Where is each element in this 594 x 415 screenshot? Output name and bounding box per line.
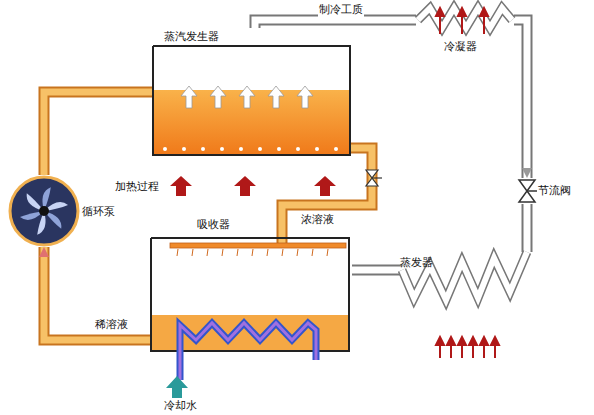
condenser: 冷凝器: [416, 4, 514, 56]
pipe-label: 制冷工质: [318, 3, 364, 17]
pipe: [527, 204, 528, 252]
pipe-label: 稀溶液: [94, 318, 129, 332]
pipe: [255, 20, 416, 28]
node-label: 蒸汽发生器: [164, 30, 219, 44]
node-label: 节流阀: [538, 184, 571, 198]
node-label: 吸收器: [197, 218, 230, 232]
generator-liquid: [153, 90, 350, 154]
cooling-coil: [180, 323, 316, 380]
bubbles: [163, 147, 338, 151]
pipe: [44, 92, 153, 175]
cooling-coil-inner: [180, 323, 316, 380]
pipe: [352, 270, 402, 271]
pump-symbol: [8, 175, 80, 247]
node-label: 冷凝器: [444, 40, 477, 54]
condenser-coil: [418, 8, 512, 28]
condenser-coil-inner: [418, 8, 512, 28]
heat-in-arrows: [436, 337, 499, 358]
pipe: [39, 247, 151, 340]
cooling-water-arrow: [166, 376, 188, 398]
node-label: 循环泵: [82, 205, 115, 219]
node-label: 蒸发器: [400, 256, 433, 270]
flow-arrow: [522, 168, 532, 178]
valve-symbol: [516, 178, 538, 204]
pipe: [282, 148, 372, 243]
pipe-label: 浓溶液: [300, 213, 335, 227]
annotation: 冷却水: [163, 399, 198, 413]
throttle-valve: 节流阀: [516, 178, 582, 204]
sprayer-bar: [170, 243, 346, 248]
heating-arrows: [170, 176, 336, 196]
absorber-box: 吸收器: [150, 218, 352, 352]
pipe: [514, 20, 532, 178]
annotation: 加热过程: [114, 180, 160, 194]
vapor-arrows: [181, 86, 313, 108]
flow-arrow: [39, 247, 49, 257]
spray-drips: [177, 249, 328, 256]
generator-housing: [153, 46, 350, 155]
generator-box: 蒸汽发生器: [152, 28, 352, 156]
solution-valve: [366, 170, 382, 186]
evaporator: 蒸发器: [396, 244, 540, 316]
heat-out-arrows: [436, 8, 488, 34]
circulation-pump: 循环泵: [8, 175, 124, 247]
